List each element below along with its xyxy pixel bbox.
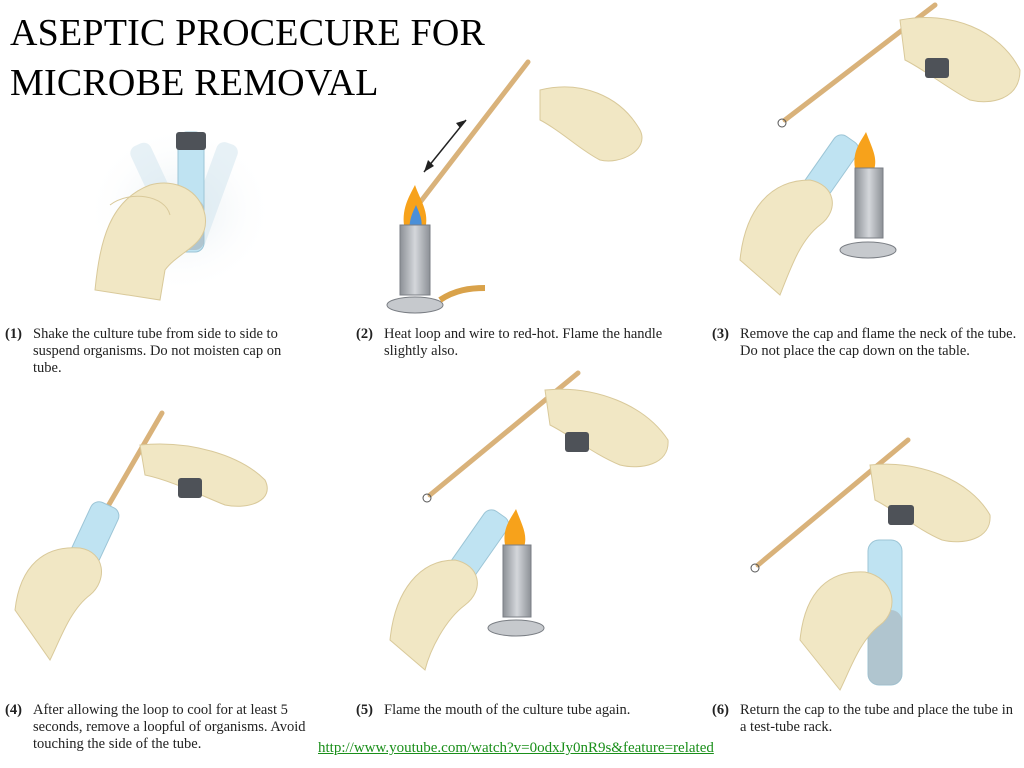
step-text: After allowing the loop to cool for at l… <box>33 702 306 752</box>
panel-6-return-cap <box>750 437 991 691</box>
step-text: Heat loop and wire to red-hot. Flame the… <box>384 326 663 359</box>
title-line-1: ASEPTIC PROCECURE FOR <box>10 12 486 54</box>
youtube-video-link[interactable]: http://www.youtube.com/watch?v=0odxJy0nR… <box>318 740 714 756</box>
step-1-caption: (1) Shake the culture tube from side to … <box>5 326 310 377</box>
panel-4-remove-loopful <box>14 410 268 661</box>
panel-2-heat-loop <box>386 59 643 314</box>
step-number: (1) <box>5 326 22 342</box>
step-2-caption: (2) Heat loop and wire to red-hot. Flame… <box>356 326 676 360</box>
step-number: (3) <box>712 326 729 342</box>
page-title: ASEPTIC PROCECURE FOR MICROBE REMOVAL <box>10 8 485 108</box>
panel-1-shake-tube <box>85 125 275 301</box>
step-5-caption: (5) Flame the mouth of the culture tube … <box>356 702 636 719</box>
step-6-caption: (6) Return the cap to the tube and place… <box>712 702 1017 736</box>
step-3-caption: (3) Remove the cap and flame the neck of… <box>712 326 1017 360</box>
step-text: Remove the cap and flame the neck of the… <box>740 326 1017 359</box>
panel-3-flame-neck <box>739 2 1021 296</box>
step-number: (2) <box>356 326 373 342</box>
step-number: (4) <box>5 702 22 718</box>
step-text: Return the cap to the tube and place the… <box>740 702 1013 735</box>
step-text: Shake the culture tube from side to side… <box>33 326 282 376</box>
step-4-caption: (4) After allowing the loop to cool for … <box>5 702 310 753</box>
step-text: Flame the mouth of the culture tube agai… <box>384 702 631 718</box>
step-number: (6) <box>712 702 729 718</box>
step-number: (5) <box>356 702 373 718</box>
title-line-2: MICROBE REMOVAL <box>10 62 379 104</box>
panel-5-flame-mouth <box>389 370 669 671</box>
